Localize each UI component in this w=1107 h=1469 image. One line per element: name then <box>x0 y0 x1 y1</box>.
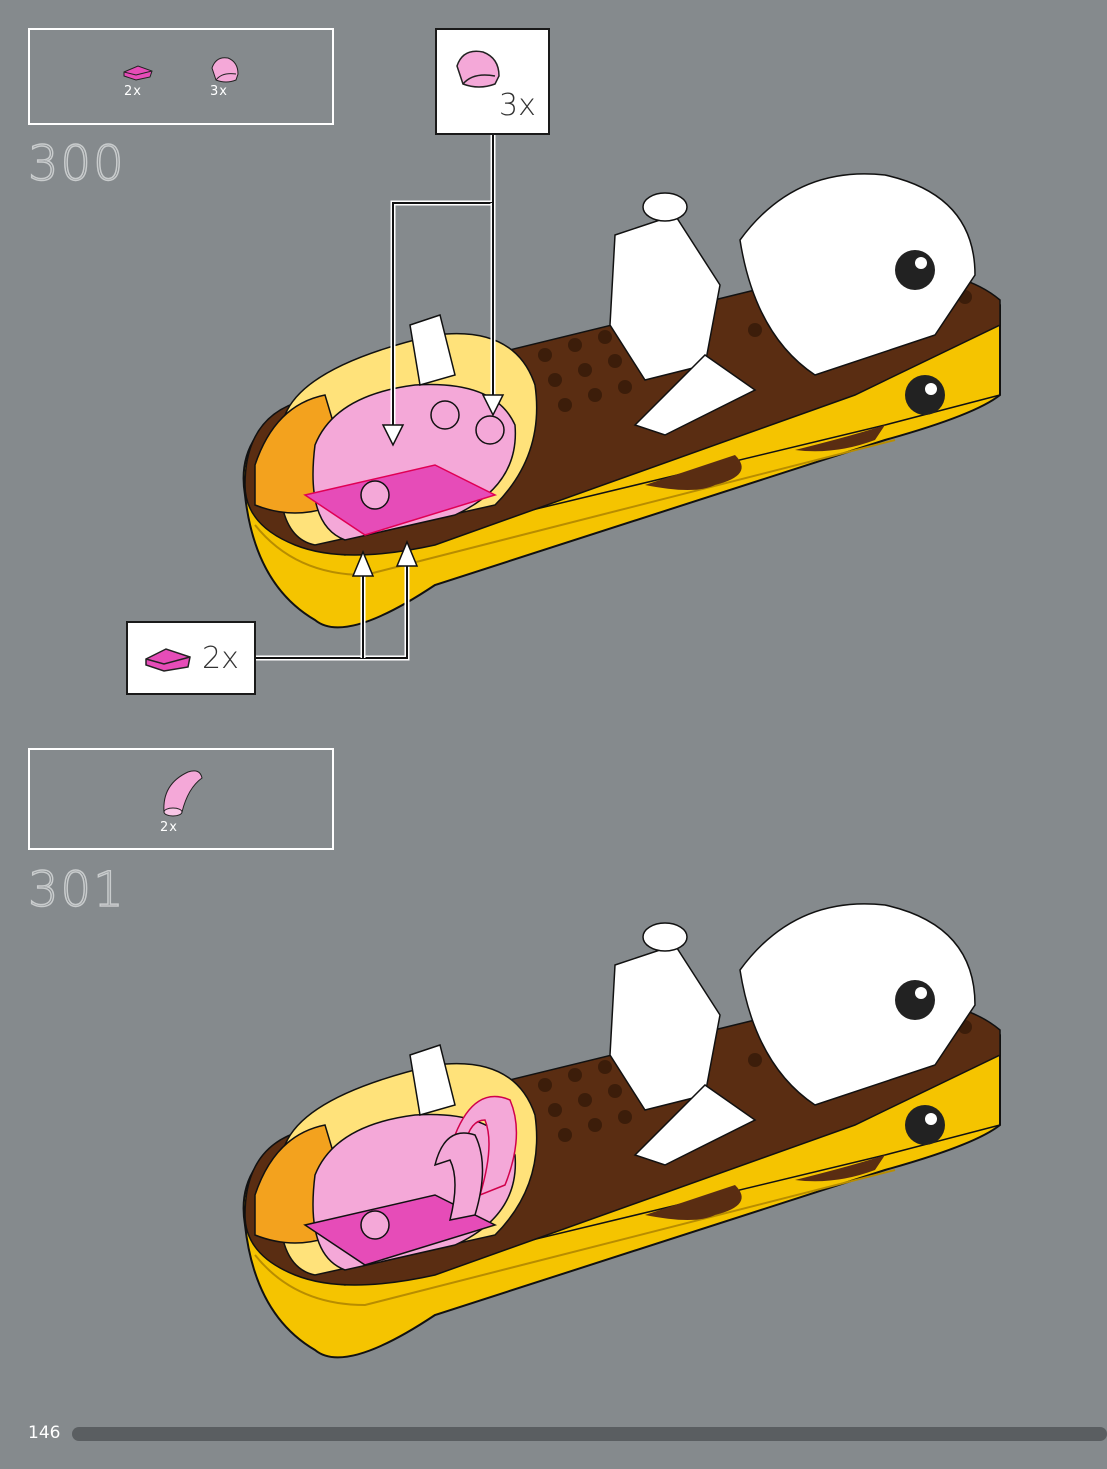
submarine-model-icon <box>235 895 1005 1395</box>
step-number: 301 <box>28 862 126 918</box>
page-progress-bar <box>72 1427 1107 1441</box>
pink-curved-pipe-icon <box>158 766 208 818</box>
part-qty: 2x <box>160 820 178 835</box>
parts-list-step-301: 2x <box>28 748 334 850</box>
callout-3x-connector <box>0 0 1107 720</box>
page-number: 146 <box>28 1423 60 1443</box>
